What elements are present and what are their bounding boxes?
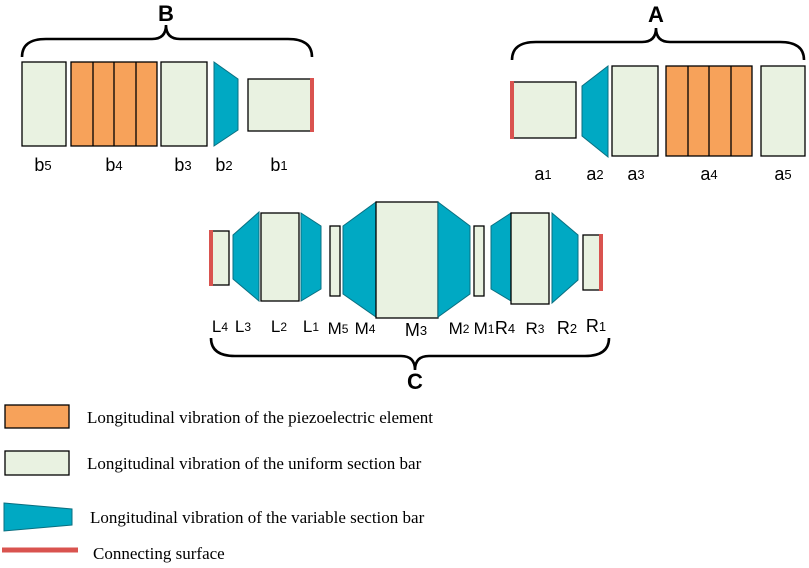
part-m4: [342, 201, 377, 318]
assembly-c: L4 L3 L2 L1 M5 M4 M3 M2 M1 R4 R3 R2 R1 C: [209, 201, 611, 394]
part-b5: [21, 61, 67, 147]
label-m3: M3: [405, 320, 427, 340]
part-m5: [329, 225, 341, 297]
part-r1: [582, 234, 602, 291]
label-b1: b1: [270, 155, 287, 175]
label-a1: a1: [534, 164, 551, 184]
assembly-a-label: A: [648, 2, 664, 27]
label-r3: R3: [526, 319, 545, 338]
part-m1: [473, 225, 485, 297]
label-a4: a4: [700, 164, 717, 184]
label-m5: M5: [328, 319, 349, 338]
assembly-c-label: C: [407, 369, 423, 394]
part-m2: [437, 201, 471, 318]
part-b4: [70, 61, 158, 147]
legend-swatch-variable: [3, 502, 73, 532]
part-l4: [210, 230, 230, 286]
legend-text-variable: Longitudinal vibration of the variable s…: [90, 508, 425, 527]
label-l1: L1: [303, 317, 319, 336]
label-b2: b2: [215, 155, 232, 175]
label-m1: M1: [474, 319, 495, 338]
label-m4: M4: [355, 319, 376, 338]
assembly-a: A a1 a2 a3 a4 a5: [510, 2, 806, 184]
part-l2: [260, 212, 300, 302]
label-l3: L3: [235, 317, 251, 336]
part-a2: [581, 64, 609, 159]
assembly-b-label: B: [158, 1, 174, 26]
label-r4: R4: [495, 318, 515, 338]
part-r4: [490, 212, 512, 302]
part-r2: [551, 211, 579, 305]
part-b3: [160, 61, 208, 147]
legend: Longitudinal vibration of the piezoelect…: [2, 404, 433, 563]
legend-text-connecting: Connecting surface: [93, 544, 225, 563]
label-r1: R1: [586, 316, 606, 336]
part-b2: [213, 61, 239, 147]
brace-b: [20, 24, 314, 58]
part-m3: [375, 201, 439, 319]
legend-swatch-uniform: [4, 450, 70, 476]
part-r3: [510, 212, 550, 305]
part-a3: [611, 65, 659, 157]
label-m2: M2: [449, 319, 470, 338]
part-l1: [300, 212, 322, 302]
label-b4: b4: [105, 155, 122, 175]
part-a1: [511, 81, 577, 139]
brace-a: [510, 27, 806, 61]
legend-text-uniform: Longitudinal vibration of the uniform se…: [87, 454, 422, 473]
label-b3: b3: [174, 155, 191, 175]
label-r2: R2: [557, 318, 577, 338]
label-a5: a5: [774, 164, 791, 184]
label-b5: b5: [34, 155, 51, 175]
assembly-b: B b5 b4 b3 b2 b1: [20, 1, 314, 175]
part-l3: [232, 210, 260, 303]
label-a3: a3: [627, 164, 644, 184]
brace-c: [209, 337, 611, 371]
part-a4: [665, 65, 753, 157]
part-b1: [247, 78, 313, 132]
label-a2: a2: [586, 164, 603, 184]
legend-swatch-piezo: [4, 404, 70, 429]
label-l2: L2: [271, 317, 287, 336]
legend-text-piezo: Longitudinal vibration of the piezoelect…: [87, 408, 433, 427]
part-a5: [760, 65, 806, 157]
label-l4: L4: [212, 317, 228, 336]
